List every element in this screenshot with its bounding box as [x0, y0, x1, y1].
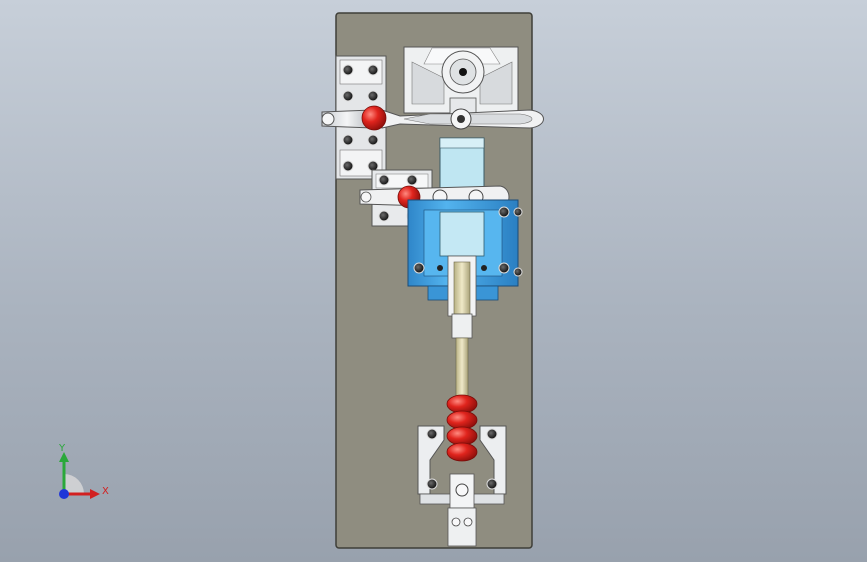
lower-toggle-clamp[interactable] [417, 425, 507, 547]
mount-block-bolts [342, 64, 379, 172]
top-clamp-handle-knob[interactable] [361, 105, 387, 131]
lower-clamp-bolts [426, 428, 498, 490]
triad-y-label: Y [59, 443, 66, 454]
upper-guide-block[interactable] [439, 137, 485, 191]
top-toggle-clamp[interactable] [321, 108, 544, 130]
cylinder-bolts [413, 206, 523, 277]
top-rotary-fixture[interactable] [403, 46, 519, 119]
triad-x-label: X [102, 486, 109, 497]
coordinate-triad-icon [59, 452, 100, 499]
piston-rod[interactable] [447, 255, 477, 399]
lower-clamp-handle-knobs[interactable] [446, 394, 478, 462]
